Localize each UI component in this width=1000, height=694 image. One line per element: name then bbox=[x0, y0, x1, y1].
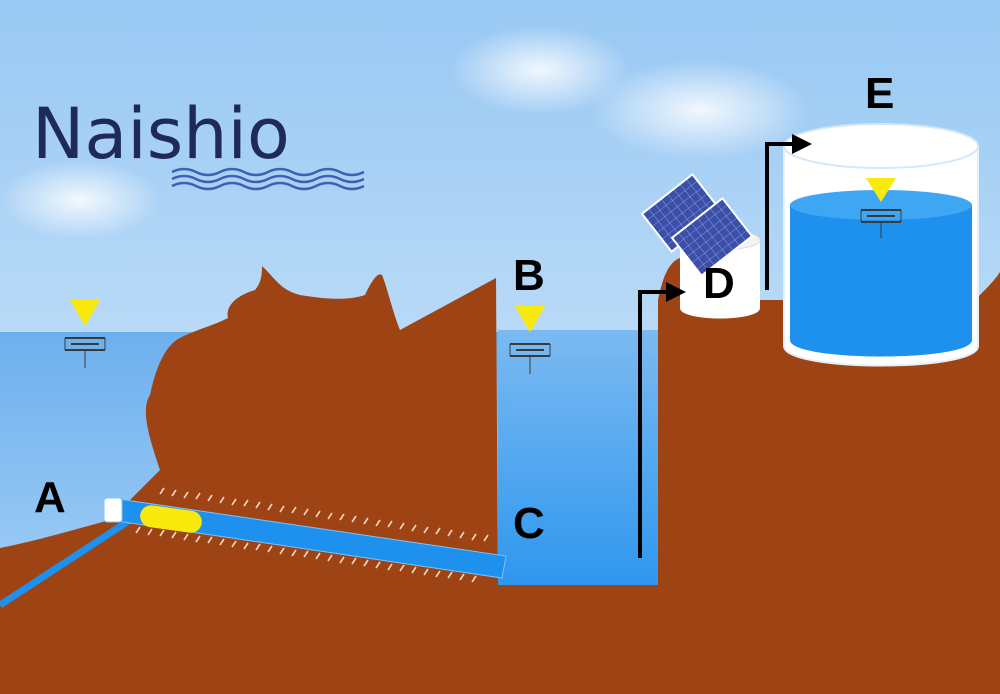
label-c: C bbox=[513, 499, 545, 548]
flow-arrow-head bbox=[666, 282, 686, 302]
cloud bbox=[450, 25, 630, 115]
water-level-marker-icon bbox=[64, 300, 106, 368]
water-level-marker-icon bbox=[509, 306, 551, 374]
label-a: A bbox=[34, 473, 66, 522]
brand-name: Naishio bbox=[32, 93, 290, 175]
flow-arrow-head bbox=[792, 134, 812, 154]
water-level-marker-icon bbox=[860, 178, 902, 238]
ground bbox=[0, 258, 1000, 694]
cloud bbox=[0, 160, 160, 240]
label-b: B bbox=[513, 251, 545, 300]
feed-line bbox=[0, 517, 132, 608]
flow-arrow-icon bbox=[765, 142, 794, 290]
flow-arrow-icon bbox=[638, 290, 668, 558]
label-e: E bbox=[865, 69, 894, 118]
label-d: D bbox=[703, 259, 735, 308]
filter-pipe-icon bbox=[103, 487, 507, 583]
well-water bbox=[500, 330, 656, 583]
solar-panel-icon bbox=[640, 172, 754, 278]
storage-tank bbox=[783, 123, 979, 367]
wave-lines-icon bbox=[171, 167, 365, 191]
pump-icon bbox=[140, 505, 202, 533]
cloud bbox=[590, 60, 810, 160]
